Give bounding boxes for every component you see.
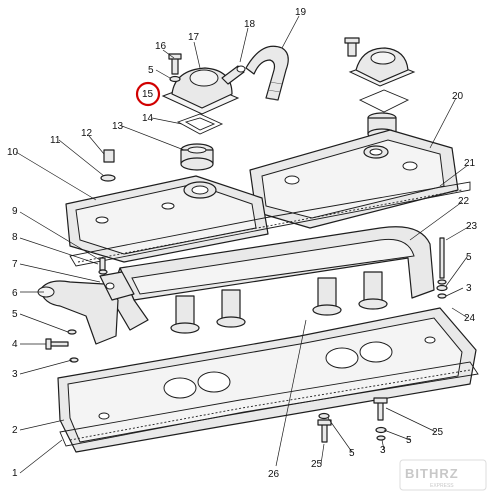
- valve-cover-20: [249, 129, 459, 229]
- callout-1: 1: [12, 468, 18, 479]
- callout-10: 10: [7, 147, 19, 158]
- callout-15: 15: [142, 89, 154, 100]
- plug-12: [103, 149, 115, 163]
- callout-5-top: 5: [148, 65, 154, 76]
- callout-5-bottom-left: 5: [349, 448, 355, 459]
- callout-16: 16: [155, 41, 167, 52]
- callout-5-bottom-right: 5: [406, 435, 412, 446]
- watermark-logo: BITHRZ EXPRESS: [399, 459, 487, 491]
- bolt-25-right: [377, 401, 384, 421]
- intake-manifold-22: [109, 226, 435, 334]
- callout-8: 8: [12, 232, 18, 243]
- callout-22: 22: [458, 196, 470, 207]
- cover-assembly-right: [344, 37, 416, 140]
- callout-9: 9: [12, 206, 18, 217]
- callout-17: 17: [188, 32, 200, 43]
- callout-21: 21: [464, 158, 476, 169]
- highlight-ring-15: [135, 81, 161, 107]
- callout-23: 23: [466, 221, 478, 232]
- lower-plate-2: [57, 307, 477, 453]
- gasket-1: [59, 361, 479, 447]
- callout-3-right: 3: [466, 283, 472, 294]
- nozzle-opening: [236, 65, 246, 73]
- callout-13: 13: [112, 121, 124, 132]
- callout-12: 12: [81, 128, 93, 139]
- callout-20: 20: [452, 91, 464, 102]
- bolt-25-left: [321, 423, 328, 443]
- callout-3-bottom: 3: [380, 445, 386, 456]
- callout-5-left: 5: [12, 309, 18, 320]
- callout-labels: 16 17 18 19 5 15 14 13 12 11 10 20 21 22…: [7, 7, 478, 480]
- logo-subtitle: EXPRESS: [430, 483, 454, 489]
- nut-3-right: [437, 293, 447, 299]
- bolt-4: [49, 341, 69, 347]
- callout-25-left: 25: [311, 459, 323, 470]
- callout-5-right: 5: [466, 252, 472, 263]
- callout-24: 24: [464, 313, 476, 324]
- washer-5-right: [436, 284, 448, 292]
- callout-3-left: 3: [12, 369, 18, 380]
- stud-23: [437, 237, 447, 285]
- gasket-14: [176, 113, 224, 135]
- callout-19: 19: [295, 7, 307, 18]
- stud-8: [99, 257, 106, 271]
- logo-text: BITHRZ: [405, 466, 459, 481]
- elbow-6: [37, 271, 135, 345]
- callout-25-right: 25: [432, 427, 444, 438]
- callout-18: 18: [244, 19, 256, 30]
- washer-5-top: [169, 75, 181, 83]
- callout-26: 26: [268, 469, 280, 480]
- cover-assembly-left: [161, 65, 246, 171]
- callout-11: 11: [50, 135, 61, 146]
- washer-11: [100, 174, 116, 182]
- callout-6: 6: [12, 288, 18, 299]
- gasket-21: [69, 181, 471, 267]
- cap-17-dome: [189, 69, 219, 87]
- hose-19: [245, 45, 289, 101]
- callout-4: 4: [12, 339, 18, 350]
- callout-2: 2: [12, 425, 18, 436]
- callout-7: 7: [12, 259, 18, 270]
- leader-lines: [15, 15, 471, 474]
- callout-14: 14: [142, 113, 154, 124]
- bolt-16: [168, 53, 182, 83]
- valve-cover-10: [65, 175, 269, 263]
